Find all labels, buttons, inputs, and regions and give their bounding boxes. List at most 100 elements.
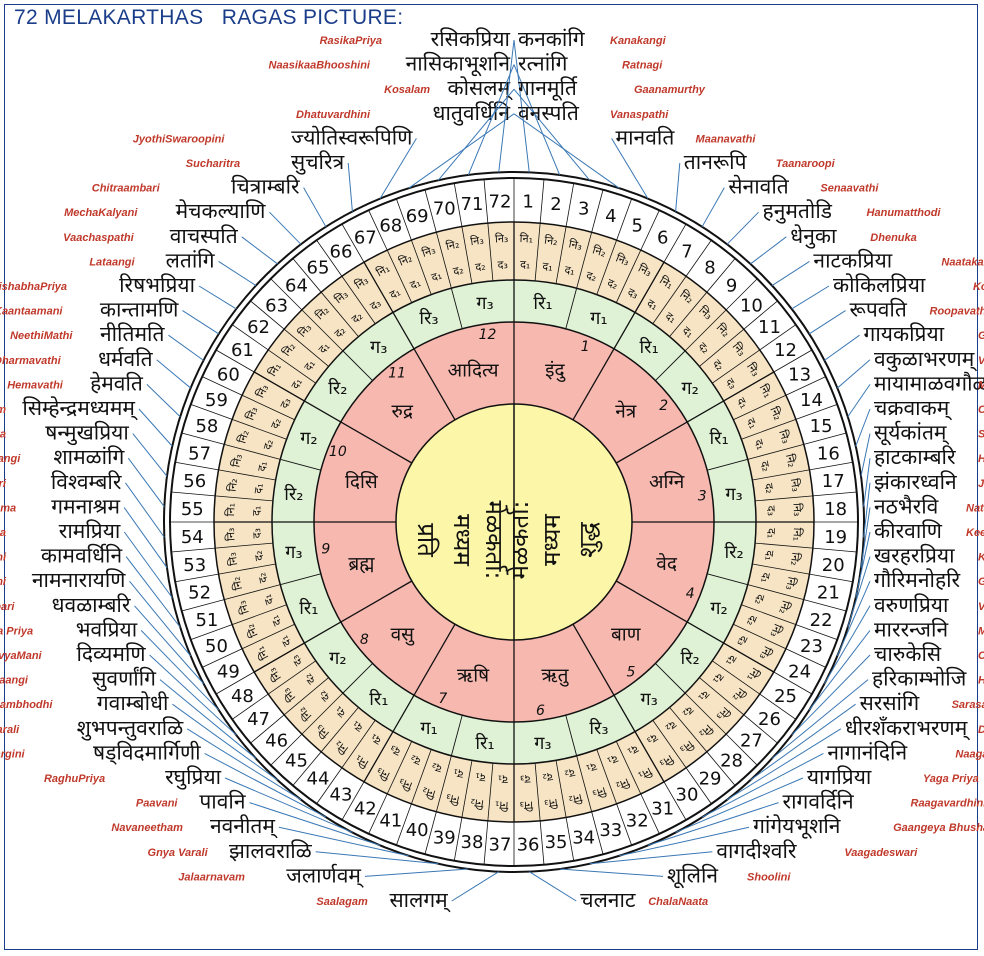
raga-divider — [231, 604, 287, 625]
raga-divider-outer — [171, 491, 216, 497]
ri-label: रि₃ — [419, 307, 438, 329]
raga-number: 61 — [231, 340, 254, 361]
da-ni-label: नि₃ — [783, 575, 799, 591]
raga-divider-outer — [743, 714, 778, 744]
raga-name-english: Vaagadeswari — [844, 847, 918, 859]
da-ni-label: द₂ — [408, 752, 422, 768]
raga-divider-outer — [368, 210, 388, 251]
raga-number: 71 — [461, 194, 484, 215]
raga-name-devanagari: कीरवाणि — [874, 519, 943, 543]
raga-divider — [253, 642, 305, 673]
raga-name-english: MaayaMaalavaGowla — [978, 379, 984, 391]
leader-line — [123, 507, 168, 568]
outer-ring-b — [163, 171, 865, 873]
da-ni-label: द₂ — [268, 416, 284, 430]
raga-number: 72 — [489, 191, 512, 212]
raga-number: 6 — [657, 227, 668, 248]
raga-divider — [755, 542, 813, 549]
da-ni-label: नि₃ — [677, 738, 696, 756]
raga-name-english: Suryakantham — [978, 429, 984, 441]
da-ni-label: नि₃ — [353, 274, 371, 292]
raga-divider — [268, 349, 316, 384]
leader-line — [824, 605, 871, 684]
raga-name-english: Raagavardhini — [911, 798, 984, 810]
ri-label: रि₂ — [328, 377, 347, 399]
raga-name-devanagari: रागवर्दिनि — [783, 790, 855, 814]
da-ni-label: द₁ — [452, 766, 465, 781]
leader-line — [347, 162, 353, 212]
raga-name-devanagari: सालगम् — [389, 888, 450, 913]
leader-line — [138, 408, 173, 447]
da-ni-label: नि₃ — [235, 599, 251, 616]
raga-name-devanagari: धेनुका — [790, 224, 837, 249]
raga-divider-outer — [616, 198, 633, 241]
raga-name-english: Gayaka — [978, 330, 984, 342]
raga-name-devanagari: सुचरित्र — [291, 150, 345, 175]
raga-number: 32 — [626, 810, 649, 831]
raga-divider — [411, 749, 432, 805]
da-ni-label: नि₃ — [470, 234, 485, 249]
raga-divider — [555, 226, 567, 284]
da-ni-label: द₁ — [605, 752, 619, 768]
raga-divider — [341, 720, 376, 768]
rg-divider — [280, 573, 321, 586]
raga-divider — [320, 707, 359, 753]
raga-divider-outer — [424, 811, 437, 855]
raga-divider — [684, 309, 727, 352]
raga-name-english: JhankaraDhwani — [978, 478, 984, 490]
raga-divider — [231, 419, 287, 440]
raga-divider — [741, 604, 797, 625]
raga-name-devanagari: चक्रवाकम् — [874, 396, 952, 421]
raga-name-english: KharaharaPriya — [978, 552, 984, 564]
raga-divider-outer — [539, 179, 545, 224]
leader-line — [847, 556, 871, 628]
raga-divider-outer — [706, 258, 736, 293]
da-ni-label: द₂ — [452, 263, 465, 278]
raga-name-english: Viswam bhari — [0, 478, 7, 490]
raga-number: 10 — [740, 295, 763, 316]
ga-label: ग₁ — [590, 308, 607, 329]
leader-line — [771, 679, 869, 759]
raga-divider-outer — [316, 767, 343, 805]
rg-divider — [707, 458, 748, 471]
raga-name-english: RasikaPriya — [320, 35, 382, 47]
raga-divider-outer — [316, 239, 343, 277]
raga-divider — [283, 328, 329, 367]
raga-number: 3 — [578, 199, 589, 220]
raga-name-devanagari: सेनावति — [728, 175, 789, 199]
raga-number: 35 — [545, 832, 568, 853]
raga-divider-outer — [773, 671, 813, 695]
leader-line — [808, 630, 871, 711]
leader-line — [726, 728, 842, 801]
chakra-name: बाण — [611, 624, 641, 646]
raga-divider — [652, 276, 687, 324]
raga-number: 26 — [758, 709, 781, 730]
raga-divider — [669, 707, 708, 753]
raga-divider — [320, 291, 359, 337]
chakra-number: 9 — [321, 541, 330, 557]
raga-divider-outer — [250, 714, 285, 744]
da-ni-label: नि₂ — [332, 738, 351, 756]
da-ni-label: नि₃ — [226, 552, 241, 567]
da-ni-label: नि₁ — [374, 262, 392, 280]
da-ni-label: द₁ — [252, 482, 266, 494]
leader-line — [824, 334, 860, 361]
da-ni-label: द₂ — [605, 276, 619, 292]
raga-name-devanagari: कामवर्धिनि — [41, 544, 123, 568]
raga-name-devanagari: हेमवति — [90, 371, 144, 395]
raga-name-english: ShanMukaPriya — [0, 429, 6, 441]
raga-name-english: Navaneetham — [111, 822, 183, 834]
raga-name-devanagari: रूपवति — [850, 298, 908, 322]
leader-line — [218, 260, 257, 286]
raga-name-devanagari: नासिकाभूशनि — [406, 52, 511, 77]
da-ni-label: नि₃ — [229, 453, 245, 469]
raga-name-english: SubhaPanthuVarali — [0, 724, 20, 736]
raga-name-devanagari: लतांगि — [166, 248, 216, 272]
da-ni-label: नि₃ — [744, 361, 762, 379]
raga-number: 47 — [247, 709, 270, 730]
raga-divider — [241, 623, 295, 650]
leader-line — [847, 384, 871, 418]
raga-divider — [253, 371, 305, 402]
raga-name-devanagari: चित्राम्बरि — [231, 175, 300, 199]
raga-number: 19 — [824, 527, 847, 548]
